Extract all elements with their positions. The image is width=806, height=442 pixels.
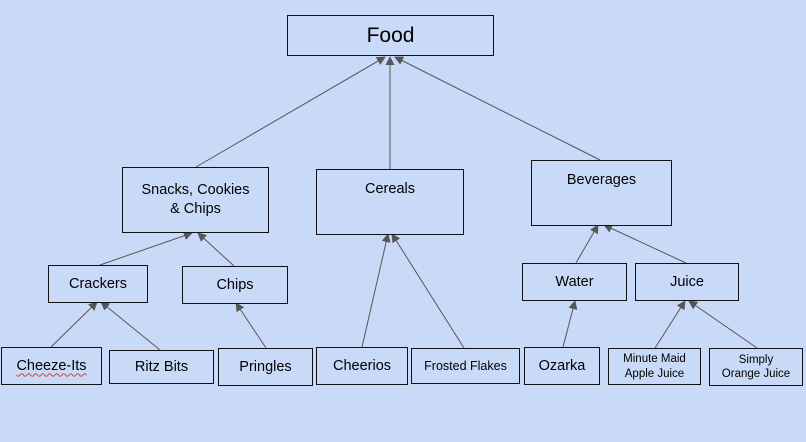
node-frosted-flakes: Frosted Flakes [411,348,520,384]
node-pringles-label: Pringles [239,358,292,375]
node-simply-orange-juice: Simply Orange Juice [709,348,803,386]
node-chips: Chips [182,266,288,304]
node-crackers: Crackers [48,265,148,303]
node-snacks-label: Snacks, Cookies & Chips [141,182,250,217]
node-cheeze-its-label: Cheeze-Its [16,357,87,374]
connector-ozarka-to-water [562,300,578,348]
node-cheerios: Cheerios [316,347,408,385]
node-juice: Juice [635,263,739,301]
node-chips-label: Chips [216,276,254,293]
connector-ritzbits-to-crackers [100,301,161,351]
node-pringles: Pringles [218,348,313,386]
node-beverages: Beverages [531,160,672,226]
connector-frostedflakes-to-cereals [391,233,465,349]
node-beverages-label: Beverages [566,172,637,188]
node-cereals: Cereals [316,169,464,235]
node-cheeze-its: Cheeze-Its [1,347,102,385]
connector-pringles-to-chips [235,302,267,349]
node-food: Food [287,15,494,56]
connector-cheerios-to-cereals [361,233,391,348]
node-ritz-bits: Ritz Bits [109,350,214,384]
connector-juice-to-beverages [603,224,687,264]
node-ozarka-label: Ozarka [538,357,586,374]
node-frosted-flakes-label: Frosted Flakes [424,358,507,373]
connector-snacks-to-food [195,56,386,168]
node-snacks-cookies-chips: Snacks, Cookies & Chips [122,167,269,233]
connector-minutemaid-to-juice [654,300,686,349]
node-water-label: Water [555,273,594,290]
connector-water-to-beverages [575,224,599,264]
connector-crackers-to-snacks [99,231,193,266]
node-ozarka: Ozarka [524,347,600,385]
node-simply-label: Simply Orange Juice [721,353,791,380]
node-cheerios-label: Cheerios [332,357,392,374]
connector-cheezeits-to-crackers [50,301,98,348]
node-food-label: Food [366,23,415,47]
node-cereals-label: Cereals [365,181,415,197]
node-ritz-bits-label: Ritz Bits [134,358,189,375]
node-minute-maid-label: Minute Maid Apple Juice [623,353,686,380]
connector-simply-to-juice [688,300,758,349]
connector-chips-to-snacks [197,232,235,267]
node-minute-maid-apple-juice: Minute Maid Apple Juice [608,348,701,385]
node-juice-label: Juice [670,273,704,290]
node-water: Water [522,263,627,301]
connector-beverages-to-food [394,56,601,161]
node-crackers-label: Crackers [68,275,127,292]
